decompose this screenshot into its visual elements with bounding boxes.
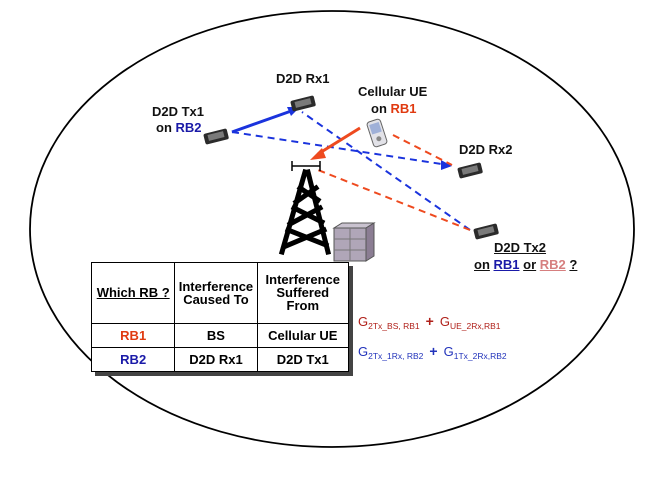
server-icon (332, 222, 376, 262)
interference-table: Which RB ? Interference Caused To Interf… (90, 262, 350, 373)
formula-rb2: G2Tx_1Rx, RB2+G1Tx_2Rx,RB2 (358, 343, 507, 361)
formula-rb1: G2Tx_BS, RB1+GUE_2Rx,RB1 (358, 313, 501, 331)
d2d-tx1-label: D2D Tx1 (152, 104, 205, 119)
cell-suffered-from: D2D Tx1 (256, 346, 350, 373)
header-caused-to: Interference Caused To (174, 262, 258, 324)
link-tx1-rx1-solid (231, 108, 295, 134)
tx2-question-text: ? (569, 257, 578, 272)
table-row: RB1 BS Cellular UE (90, 322, 350, 348)
cell-caused-to: BS (174, 322, 258, 348)
rb1-text: RB1 (390, 101, 417, 116)
cell-suffered-from: Cellular UE (256, 322, 350, 348)
on-text: on (371, 101, 387, 116)
d2d-tx1-device-icon (203, 128, 229, 145)
tx2-rb1-text: RB1 (493, 257, 520, 272)
tx2-rb2-text: RB2 (539, 257, 566, 272)
tx2-on-text: on (474, 257, 490, 272)
header-suffered-from: Interference Suffered From (256, 262, 350, 324)
arrowhead-rx2-blue (441, 160, 452, 170)
d2d-rx2-label: D2D Rx2 (459, 142, 513, 157)
antenna-icon (291, 161, 321, 171)
table-row: RB2 D2D Rx1 D2D Tx1 (90, 346, 350, 373)
d2d-tx2-rb-label: on RB1 or RB2 ? (474, 257, 577, 272)
link-ue-bs-solid (317, 126, 361, 156)
header-which-rb: Which RB ? (90, 262, 176, 324)
d2d-rx2-device-icon (457, 162, 483, 179)
d2d-rx1-device-icon (290, 95, 316, 112)
cell-rb: RB2 (90, 346, 176, 373)
on-text: on (156, 120, 172, 135)
d2d-tx1-rb-label: on RB2 (156, 120, 202, 135)
cellular-ue-phone-icon (366, 118, 388, 148)
d2d-rx1-label: D2D Rx1 (276, 71, 330, 86)
cellular-ue-label: Cellular UE (358, 84, 428, 99)
tx2-or-text: or (523, 257, 537, 272)
cell-boundary (29, 10, 635, 448)
cellular-ue-rb-label: on RB1 (371, 101, 417, 116)
rb2-text: RB2 (175, 120, 202, 135)
link-tx2-bs-dashed (317, 169, 471, 231)
table-header-row: Which RB ? Interference Caused To Interf… (90, 262, 350, 324)
arrowhead-bs (310, 148, 326, 160)
base-station-tower-icon (278, 168, 332, 256)
cell-rb: RB1 (90, 322, 176, 348)
d2d-tx2-label: D2D Tx2 (494, 240, 547, 255)
link-tx1-rx2-dashed (231, 131, 449, 166)
d2d-tx2-device-icon (473, 223, 499, 240)
cell-caused-to: D2D Rx1 (174, 346, 258, 373)
link-tx2-rx1-dashed (301, 111, 471, 231)
